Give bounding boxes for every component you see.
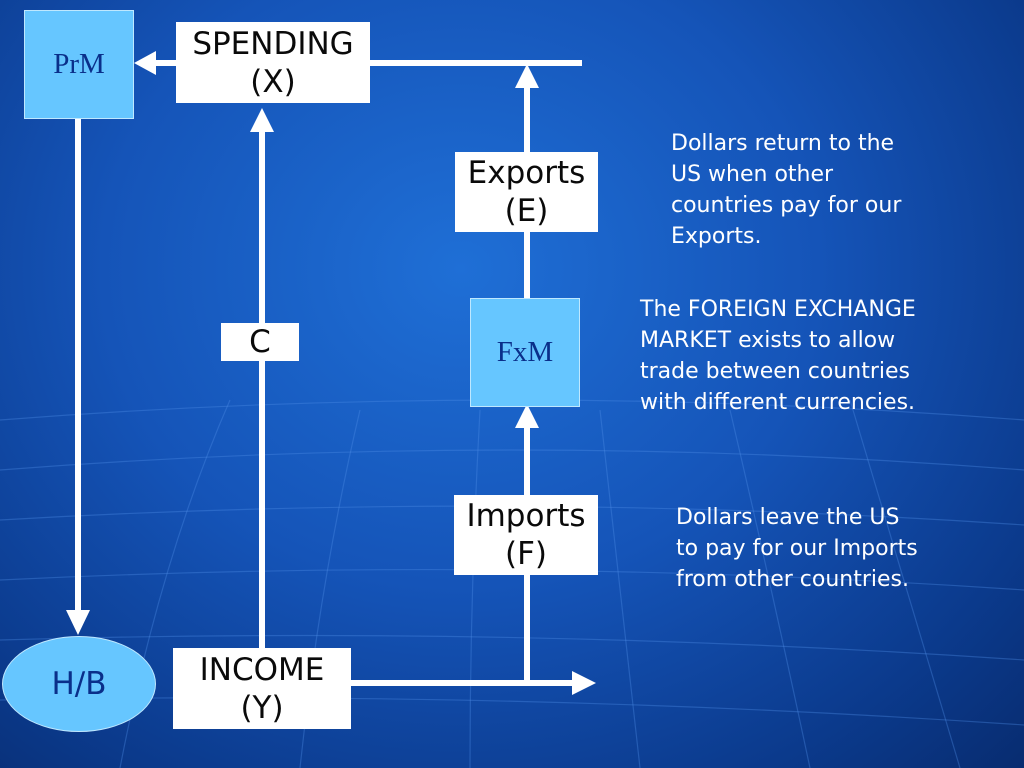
prm-node: PrM — [24, 10, 134, 119]
arrowhead-to-prm — [134, 51, 156, 75]
exports-symbol: (E) — [504, 193, 549, 229]
imports-note-line: to pay for our Imports — [676, 536, 918, 561]
prm-label: PrM — [53, 48, 105, 80]
imports-symbol: (F) — [504, 536, 548, 572]
exports-note-line: countries pay for our — [671, 193, 902, 218]
exports-box: Exports (E) — [455, 152, 598, 232]
exports-note-line: US when other — [671, 162, 834, 187]
imports-note: Dollars leave the US to pay for our Impo… — [676, 502, 918, 595]
arrowhead-income-out — [572, 671, 596, 695]
arrowhead-to-top — [515, 64, 539, 88]
hb-label: H/B — [51, 666, 107, 702]
c-label: C — [249, 324, 271, 360]
exports-label: Exports — [467, 155, 586, 191]
arrowhead-to-fxm — [515, 404, 539, 428]
fxm-note-line: MARKET exists to allow — [640, 328, 896, 353]
fxm-note-line: with different currencies. — [640, 390, 916, 415]
imports-note-line: Dollars leave the US — [676, 505, 900, 530]
imports-label: Imports — [466, 498, 586, 534]
fxm-note: The FOREIGN EXCHANGE MARKET exists to al… — [640, 294, 916, 418]
fxm-note-line: trade between countries — [640, 359, 910, 384]
arrowhead-to-hb — [66, 610, 90, 635]
hb-node: H/B — [2, 636, 156, 732]
income-symbol: (Y) — [240, 689, 284, 726]
spending-symbol: (X) — [250, 63, 296, 100]
imports-box: Imports (F) — [454, 495, 598, 575]
income-box: INCOME (Y) — [173, 648, 351, 729]
income-label: INCOME — [199, 651, 325, 688]
exports-note-line: Dollars return to the — [671, 131, 895, 156]
fxm-node: FxM — [470, 298, 580, 407]
fxm-note-line: The FOREIGN EXCHANGE — [640, 297, 916, 322]
exports-note-line: Exports. — [671, 224, 762, 249]
c-box: C — [221, 323, 299, 361]
exports-note: Dollars return to the US when other coun… — [671, 128, 901, 252]
spending-box: SPENDING (X) — [176, 22, 370, 103]
arrowhead-to-spending — [250, 108, 274, 132]
imports-note-line: from other countries. — [676, 567, 910, 592]
fxm-label: FxM — [496, 336, 554, 368]
spending-label: SPENDING — [192, 25, 354, 62]
